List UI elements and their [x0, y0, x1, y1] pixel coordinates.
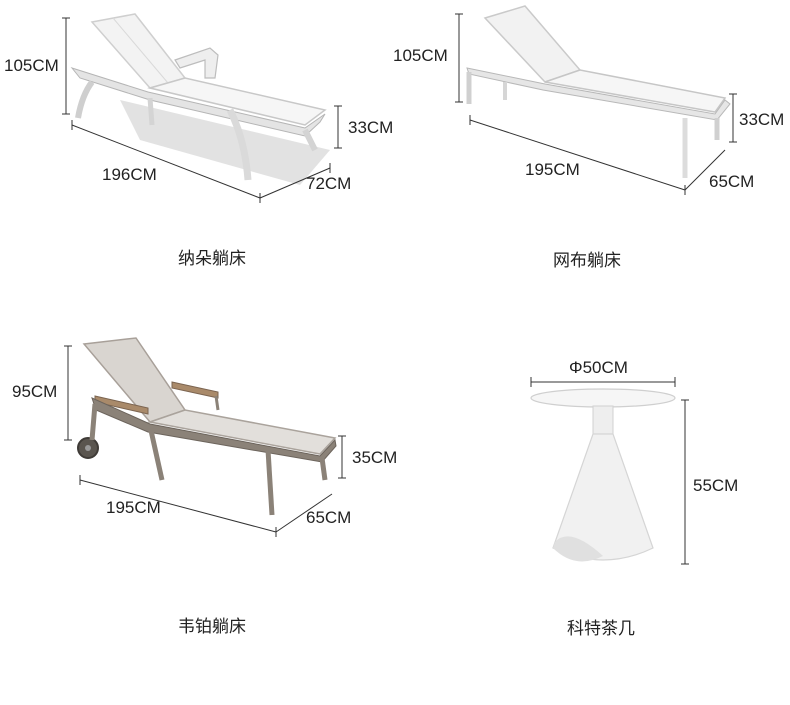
- mesh-width-label: 65CM: [709, 172, 755, 191]
- mesh-lounger-illustration: [455, 5, 737, 195]
- mesh-length-label: 195CM: [525, 160, 580, 179]
- product-nado-lounger: 105CM 196CM 72CM 33CM 纳朵躺床: [0, 0, 395, 290]
- nado-height-label: 105CM: [4, 56, 59, 75]
- nado-lounger-illustration: [62, 13, 342, 203]
- nado-width-label: 72CM: [306, 174, 352, 193]
- weibo-width-label: 65CM: [306, 508, 352, 527]
- kete-product-name: 科特茶几: [567, 619, 635, 639]
- nado-seat-height-label: 33CM: [348, 118, 394, 137]
- mesh-product-name: 网布躺床: [553, 251, 621, 271]
- kete-table-illustration: [530, 377, 689, 565]
- product-mesh-lounger: 105CM 195CM 65CM 33CM 网布躺床: [393, 0, 790, 290]
- weibo-length-label: 195CM: [106, 498, 161, 517]
- product-kete-side-table: Φ50CM 55CM 科特茶几: [395, 330, 790, 650]
- weibo-lounger-illustration: [64, 337, 346, 537]
- nado-product-name: 纳朵躺床: [178, 249, 246, 269]
- product-weibo-lounger: 95CM 195CM 65CM 35CM 韦铂躺床: [0, 330, 398, 650]
- kete-diameter-label: Φ50CM: [569, 358, 628, 377]
- weibo-seat-height-label: 35CM: [352, 448, 398, 467]
- kete-height-label: 55CM: [693, 476, 739, 495]
- weibo-height-label: 95CM: [12, 382, 58, 401]
- mesh-height-label: 105CM: [393, 46, 448, 65]
- mesh-seat-height-label: 33CM: [739, 110, 785, 129]
- weibo-product-name: 韦铂躺床: [178, 617, 246, 637]
- nado-length-label: 196CM: [102, 165, 157, 184]
